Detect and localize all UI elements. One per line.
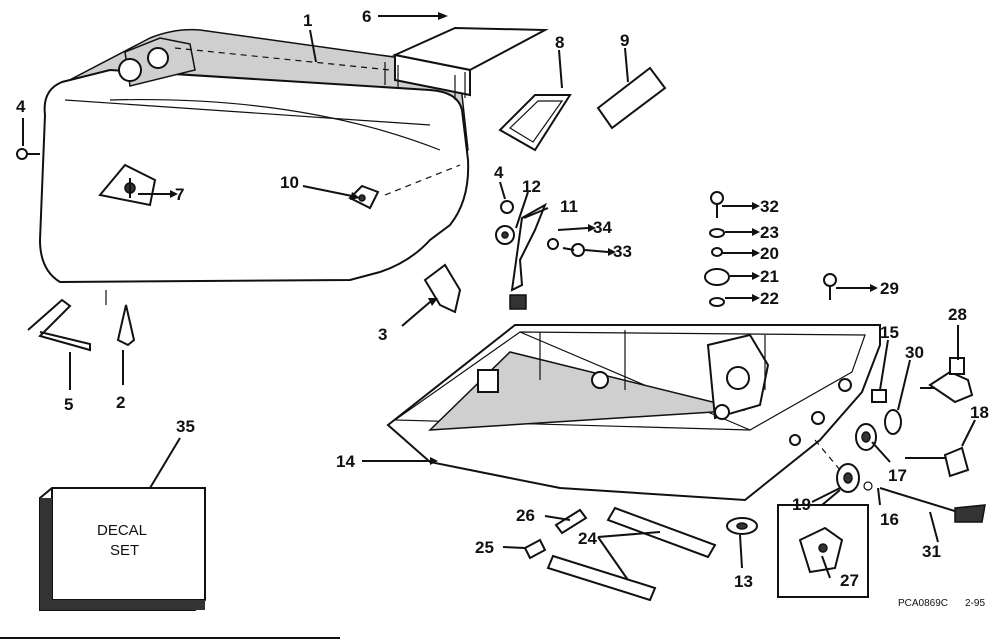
label-25: 25 [475, 538, 494, 557]
leader-lines [22, 15, 976, 581]
sleeve-25 [523, 538, 547, 560]
label-34: 34 [593, 218, 612, 237]
label-13: 13 [734, 572, 753, 591]
label-7: 7 [175, 185, 184, 204]
label-22: 22 [760, 289, 779, 308]
plug-15 [871, 389, 887, 403]
lower-motor-cover [386, 324, 881, 502]
label-4b: 4 [494, 163, 504, 182]
gasket [498, 94, 572, 152]
label-2: 2 [116, 393, 125, 412]
label-17: 17 [888, 466, 907, 485]
label-18: 18 [970, 403, 989, 422]
lever-18 [905, 446, 970, 478]
label-12: 12 [522, 177, 541, 196]
callout-labels: 1 6 8 9 4 7 10 4 12 11 34 33 32 23 20 21… [16, 7, 989, 591]
label-14: 14 [336, 452, 355, 471]
label-29: 29 [880, 279, 899, 298]
handle-loop-5 [27, 298, 91, 352]
label-20: 20 [760, 244, 779, 263]
label-1: 1 [303, 11, 312, 30]
label-10: 10 [280, 173, 299, 192]
label-27: 27 [840, 571, 859, 590]
screw-small [500, 200, 514, 214]
label-19: 19 [792, 495, 811, 514]
label-26: 26 [516, 506, 535, 525]
bracket [423, 263, 462, 314]
latch-arm [510, 202, 547, 292]
label-5: 5 [64, 395, 73, 414]
upper-motor-cover [38, 28, 470, 284]
label-9: 9 [620, 31, 629, 50]
sleeve-26 [554, 508, 588, 535]
tubes-24 [546, 506, 717, 602]
label-33: 33 [613, 242, 632, 261]
trim-strip [596, 66, 667, 130]
label-16: 16 [880, 510, 899, 529]
revision-date: 2-95 [965, 598, 985, 609]
screw-33 [562, 243, 585, 257]
label-35: 35 [176, 417, 195, 436]
label-3: 3 [378, 325, 387, 344]
label-4a: 4 [16, 97, 26, 116]
handle-31 [879, 487, 986, 523]
decal-line-2: SET [110, 542, 139, 559]
label-15: 15 [880, 323, 899, 342]
label-28: 28 [948, 305, 967, 324]
label-30: 30 [905, 343, 924, 362]
valve-28 [920, 357, 974, 404]
bracket-2 [105, 290, 136, 347]
label-24: 24 [578, 529, 597, 548]
washer-30 [884, 409, 902, 435]
label-21: 21 [760, 267, 779, 286]
label-31: 31 [922, 542, 941, 561]
decal-box [39, 487, 206, 611]
label-6: 6 [362, 7, 371, 26]
label-8: 8 [555, 33, 564, 52]
screw-left [16, 148, 40, 160]
washer-34 [547, 238, 559, 250]
cover-plate [384, 26, 549, 100]
screw-29 [823, 273, 837, 300]
arrowheads [170, 12, 878, 465]
label-11: 11 [560, 197, 578, 216]
label-32: 32 [760, 197, 779, 216]
ring-16 [863, 481, 873, 491]
label-23: 23 [760, 223, 779, 242]
mount-stack [704, 191, 730, 307]
decal-line-1: DECAL [97, 522, 147, 539]
drawing-code: PCA0869C [898, 598, 948, 609]
